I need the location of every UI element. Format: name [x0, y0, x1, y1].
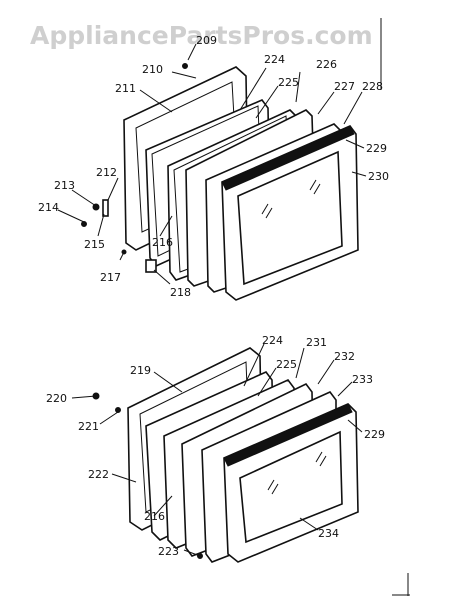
part-label-229: 229	[366, 142, 387, 155]
leader-216-lower	[153, 495, 173, 517]
lower-glass-glint-2	[315, 451, 327, 467]
part-label-221: 221	[78, 420, 99, 433]
lower-window-glass	[239, 430, 343, 544]
upper-glass-glint	[261, 203, 273, 219]
leader-233	[337, 381, 353, 397]
part-label-227: 227	[334, 80, 355, 93]
leader-224	[239, 67, 267, 111]
part-label-228: 228	[362, 80, 383, 93]
part-label-210: 210	[142, 63, 163, 76]
lower-door-assembly	[71, 343, 363, 563]
upper-glass-glint-2	[309, 179, 321, 195]
part-label-231: 231	[306, 336, 327, 349]
part-label-220: 220	[46, 392, 67, 405]
leader-210	[171, 71, 197, 79]
part-label-214: 214	[38, 201, 59, 214]
part-label-215: 215	[84, 238, 105, 251]
part-label-216: 216	[152, 236, 173, 249]
leader-231	[295, 347, 305, 379]
part-label-222: 222	[88, 468, 109, 481]
leader-224-lower	[243, 343, 265, 387]
leader-209	[187, 43, 197, 61]
upper-clip-218	[145, 259, 157, 273]
part-label-211: 211	[115, 82, 136, 95]
part-label-217: 217	[100, 271, 121, 284]
leader-229-lower	[347, 419, 363, 433]
leader-220	[71, 395, 97, 399]
upper-hinge-bracket	[102, 199, 109, 217]
leader-225	[255, 85, 279, 119]
upper-screw-209	[182, 63, 188, 69]
part-label-224: 224	[264, 53, 285, 66]
leader-218	[153, 269, 171, 285]
leader-213	[71, 189, 97, 207]
leader-221	[99, 411, 119, 425]
leader-225-lower	[257, 367, 277, 397]
leader-227	[317, 91, 335, 115]
upper-screw-214	[81, 221, 87, 227]
leader-222	[111, 473, 137, 483]
leader-212	[107, 177, 119, 201]
leader-232	[317, 359, 335, 385]
part-label-224-lower: 224	[262, 334, 283, 347]
leader-219	[153, 371, 183, 393]
part-label-209: 209	[196, 34, 217, 47]
part-label-226: 226	[316, 58, 337, 71]
part-label-233: 233	[352, 373, 373, 386]
lower-handle-trim	[223, 403, 353, 467]
watermark-text: AppliancePartsPros.com	[30, 21, 373, 50]
leader-234	[299, 517, 319, 531]
upper-handle-trim	[221, 125, 355, 191]
lower-screw-221	[115, 407, 121, 413]
upper-window-glass	[237, 150, 343, 286]
part-label-223: 223	[158, 545, 179, 558]
leader-215	[97, 213, 105, 237]
leader-228	[343, 91, 363, 125]
part-label-225: 225	[278, 76, 299, 89]
leader-211	[139, 89, 173, 113]
part-label-234: 234	[318, 527, 339, 540]
part-label-225-lower: 225	[276, 358, 297, 371]
leader-223	[183, 549, 201, 557]
part-label-212: 212	[96, 166, 117, 179]
part-label-232: 232	[334, 350, 355, 363]
leader-226	[295, 71, 301, 103]
leader-216	[159, 215, 173, 237]
part-label-219: 219	[130, 364, 151, 377]
part-label-218: 218	[170, 286, 191, 299]
upper-door-assembly	[57, 43, 367, 301]
part-label-229-lower: 229	[364, 428, 385, 441]
leader-214	[57, 209, 85, 223]
lower-glass-glint	[267, 479, 279, 495]
leader-229	[345, 139, 365, 149]
leader-217	[119, 251, 125, 261]
part-label-213: 213	[54, 179, 75, 192]
leader-230	[351, 171, 367, 177]
part-label-216-lower: 216	[144, 510, 165, 523]
part-label-230: 230	[368, 170, 389, 183]
